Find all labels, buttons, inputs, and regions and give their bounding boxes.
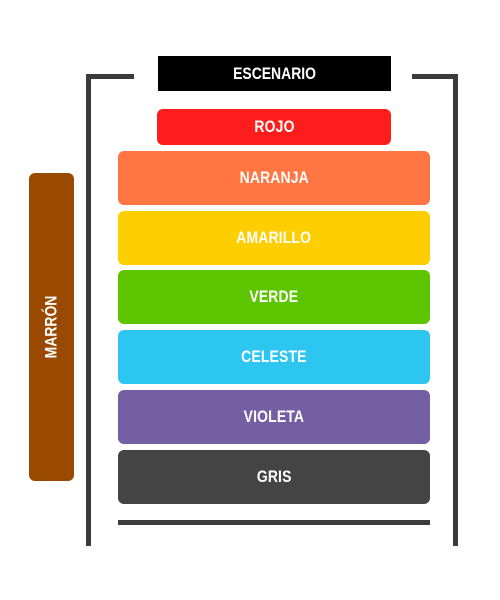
frame-bottom-bar [118, 520, 430, 525]
zone-label: CELESTE [241, 347, 307, 366]
frame-left [86, 74, 91, 546]
zone-label: GRIS [256, 467, 292, 486]
zone-amarillo: AMARILLO [118, 211, 430, 265]
zone-label: AMARILLO [236, 228, 312, 247]
side-zone-label: MARRÓN [41, 295, 61, 359]
zone-gris: GRIS [118, 450, 430, 504]
zone-celeste: CELESTE [118, 330, 430, 384]
zone-label: ROJO [253, 117, 295, 136]
zone-label: NARANJA [239, 168, 309, 187]
frame-top-left [86, 74, 134, 79]
stage-block: ESCENARIO [158, 56, 391, 91]
zone-label: VERDE [249, 287, 299, 306]
zone-violeta: VIOLETA [118, 390, 430, 444]
zone-label: VIOLETA [243, 407, 305, 426]
side-zone-marron: MARRÓN [29, 173, 74, 481]
frame-top-right [412, 74, 458, 79]
frame-right [453, 74, 458, 546]
zone-rojo: ROJO [157, 109, 391, 145]
zone-naranja: NARANJA [118, 151, 430, 205]
zone-verde: VERDE [118, 270, 430, 324]
stage-label: ESCENARIO [233, 63, 316, 83]
